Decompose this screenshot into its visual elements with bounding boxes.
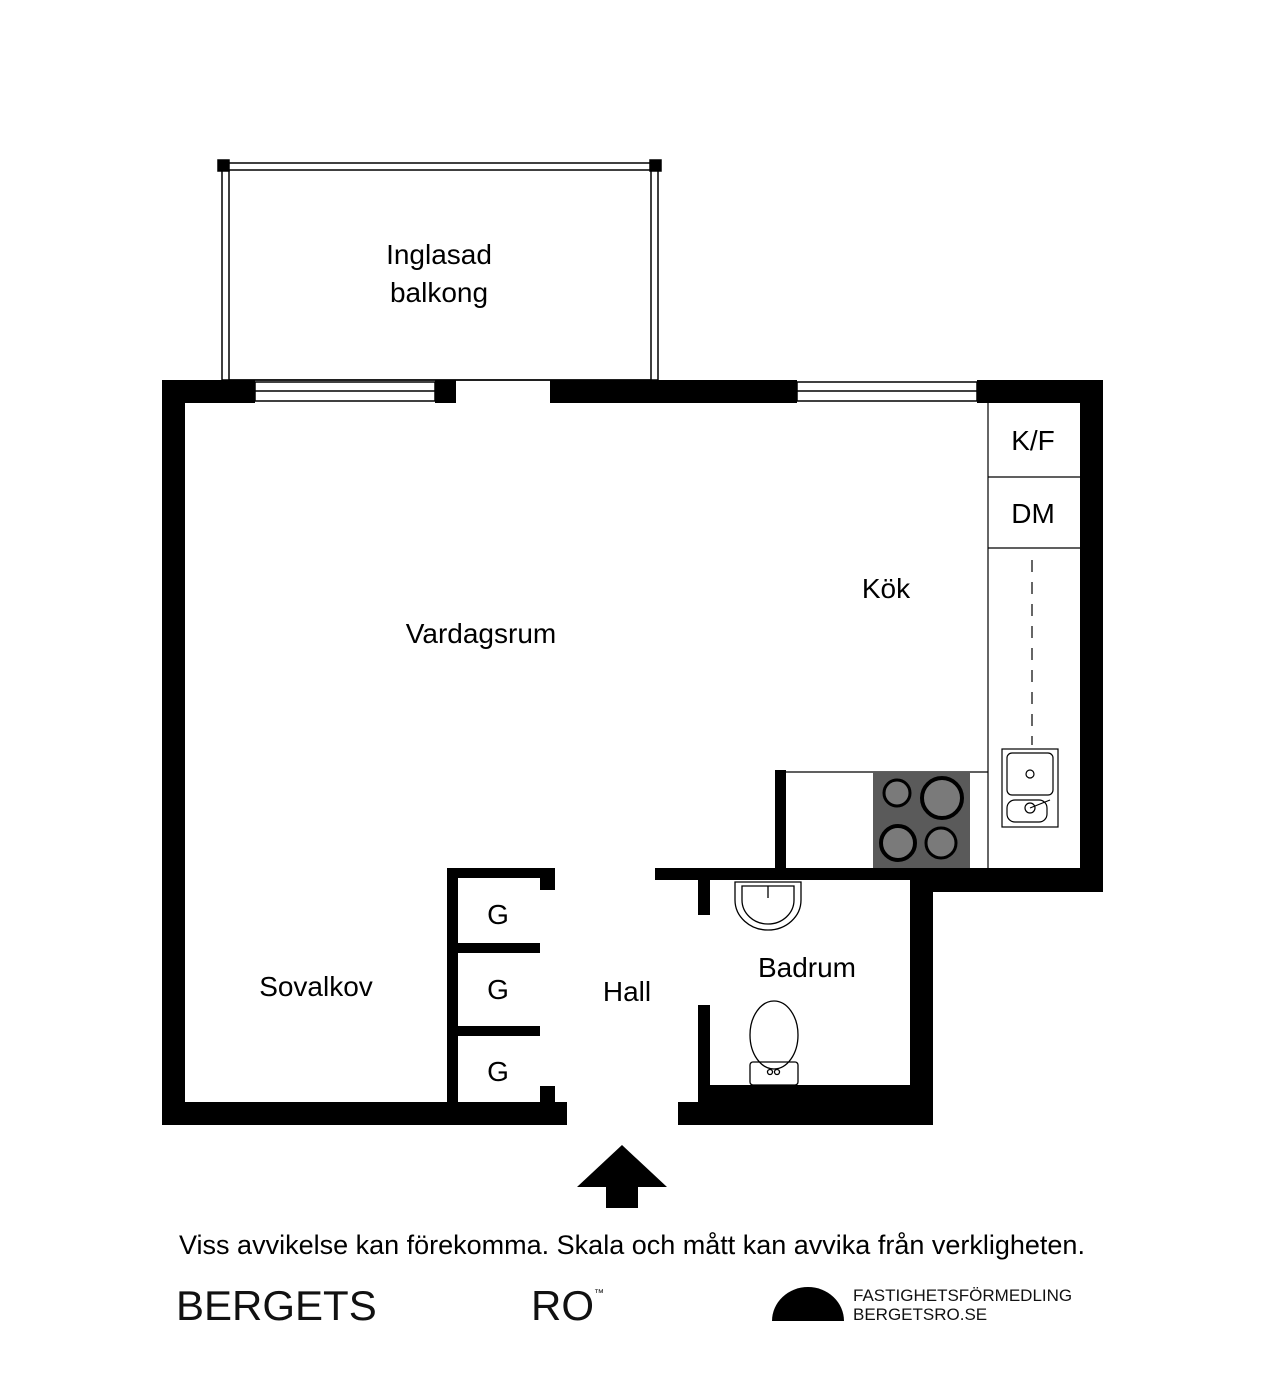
walls [162, 380, 1103, 1125]
trademark: ™ [594, 1288, 604, 1299]
closet-label: G [487, 974, 509, 1005]
agency-text: FASTIGHETSFÖRMEDLING BERGETSRO.SE [853, 1286, 1072, 1324]
brand-left: BERGETS [176, 1282, 377, 1329]
bathroom-label: Badrum [758, 952, 856, 983]
brand-right-text: RO [531, 1282, 594, 1329]
sink [1001, 748, 1059, 828]
bedroom-label: Sovalkov [259, 971, 373, 1002]
balcony [217, 159, 662, 381]
agency-logo-icon [772, 1287, 844, 1321]
kitchen-label: Kök [862, 573, 911, 604]
windows [254, 381, 978, 402]
living-room-label: Vardagsrum [406, 618, 556, 649]
entrance-arrow-icon [577, 1145, 667, 1208]
toilet [749, 1000, 799, 1086]
stove [873, 772, 970, 868]
closet-label: G [487, 1056, 509, 1087]
agency-line-2: BERGETSRO.SE [853, 1305, 988, 1324]
balcony-label-2: balkong [390, 277, 488, 308]
disclaimer: Viss avvikelse kan förekomma. Skala och … [179, 1230, 1085, 1260]
brand-right: RO™ [531, 1282, 604, 1330]
washbasin [734, 881, 802, 931]
balcony-label-1: Inglasad [386, 239, 492, 270]
closet-label: G [487, 899, 509, 930]
agency-line-1: FASTIGHETSFÖRMEDLING [853, 1286, 1073, 1305]
fridge-freezer-label: K/F [1011, 425, 1055, 456]
dishwasher-label: DM [1011, 498, 1055, 529]
hall-label: Hall [603, 976, 651, 1007]
